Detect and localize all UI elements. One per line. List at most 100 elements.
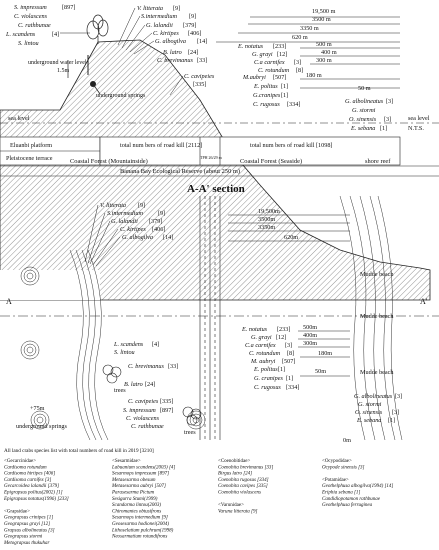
svg-text:C. kirtipes: C. kirtipes [153,30,179,37]
svg-text:[507]: [507] [273,74,286,81]
cross-section: underground water level 1.5m underground… [0,4,439,301]
shore-reef: shore reef [365,158,391,165]
species-family-heading: <Grapsidae> [4,509,30,514]
plan-latro: B. latro [124,381,143,388]
svg-text:G. grayi: G. grayi [251,334,272,341]
species-family-heading: <Ocypodidae> [322,459,352,464]
svg-text:G. albolineatus: G. albolineatus [345,98,384,105]
svg-text:C.a carnifex: C.a carnifex [254,59,285,66]
svg-text:G.cranipes: G.cranipes [253,92,281,99]
species-list-item: Sesarmops intermedium [9] [112,516,168,521]
plan-species-right: E. notatus [233] 500m G. grayi [12] 400m… [241,324,350,391]
tph-label: TPH 26/29 m [200,155,223,160]
svg-text:[12]: [12] [276,334,286,341]
svg-text:C.a carnifex: C.a carnifex [245,342,276,349]
svg-text:[9]: [9] [158,210,165,217]
svg-text:19,500m: 19,500m [258,208,280,215]
svg-text:G. stormi: G. stormi [352,107,376,114]
svg-text:300 m: 300 m [316,57,332,64]
svg-text:50m: 50m [315,368,326,375]
mud-beach-1: Mudde beach [360,271,394,278]
svg-text:[334]: [334] [286,384,299,391]
species-list-item: Scandarma lintou(2003) [112,503,161,508]
species-family-heading: <Coenobitidae> [218,459,250,464]
svg-text:C. rotundum: C. rotundum [258,67,290,74]
svg-text:[335]: [335] [193,81,206,88]
species-family-heading: <Gecarcinidae> [4,459,36,464]
svg-text:[24]: [24] [145,381,155,388]
svg-text:[9]: [9] [189,13,196,20]
plan-species-far: G. albolineatus [3] G. stormi O. sinensi… [354,393,402,424]
svg-text:620m: 620m [284,234,298,241]
svg-text:[3]: [3] [285,342,292,349]
brevimanus-label: C. brevimanus [157,57,193,64]
svg-text:[4]: [4] [52,31,59,38]
svg-text:[1]: [1] [278,366,285,373]
species-list-columns: <Gecarcinidae>Cardisoma rotundumCardisom… [3,459,393,546]
svg-text:S. impressum: S. impressum [14,4,47,11]
water-level-label: underground water level [28,60,87,66]
svg-text:[379]: [379] [183,22,196,29]
svg-text:[406]: [406] [152,226,165,233]
slope-contours [69,249,109,441]
svg-text:50 m: 50 m [358,85,371,92]
springs-label: underground springs [96,93,146,99]
mud-beach-3: Mudde beach [360,369,394,376]
svg-text:[9]: [9] [173,5,180,12]
species-list-item: Varuna litterata [9] [218,509,258,514]
svg-text:[897]: [897] [160,407,173,414]
species-list-item: Coenobita rugosus [334] [218,478,269,483]
species-list-item: Sesigurra Stumi(1999) [112,497,158,502]
sea-level-label-left: sea level [8,115,30,122]
species-list-item: Lithoselatium pulchrum(1998) [111,528,174,533]
trees-icon [86,14,109,44]
species-list-item: Eriphia sebana [1] [321,491,360,496]
cavipes-label: C. cavipeies [184,73,215,80]
svg-text:O. sinensis: O. sinensis [355,409,383,416]
svg-text:180 m: 180 m [306,72,322,79]
svg-text:E. notatus: E. notatus [237,43,264,50]
species-list-item: Cardisoma hirtipes [406] [4,472,55,477]
plan-trees-label-1: trees [114,387,126,394]
svg-text:E. sebana: E. sebana [350,125,375,132]
species-list-item: Birgus latro [24] [218,472,252,477]
svg-text:G. grayi: G. grayi [252,51,273,58]
species-list: All land crabs species list with total n… [3,447,393,546]
svg-text:V. litterata: V. litterata [100,202,126,209]
svg-text:C. rotundum: C. rotundum [249,350,281,357]
species-list-item: Neosarmatium rotundifrons [111,535,167,540]
section-title: A-A' section [187,183,245,195]
svg-text:[1]: [1] [380,125,387,132]
svg-text:[897]: [897] [62,4,75,11]
svg-text:[406]: [406] [188,30,201,37]
plan-species-top: V. litterata [9] S.intermedium [9] G. la… [84,202,173,267]
svg-text:C. cavipeies: C. cavipeies [128,398,159,405]
species-list-item: Epigrapsus politus(2002) [1] [3,491,63,496]
total-mountainside: total num bers of road kill [2112] [120,142,202,149]
species-list-item: Geograpsus grayi [12] [4,522,50,527]
svg-text:E. politus: E. politus [253,366,278,373]
svg-text:[1]: [1] [286,375,293,382]
plan-brevimanus: C. brevimanus [128,363,164,370]
svg-text:V. litterata: V. litterata [137,5,163,12]
svg-text:620 m: 620 m [292,34,308,41]
species-list-item: Geosesarma hodionei(2004) [112,522,169,527]
species-list-item: Metograpsus thukuhar [3,541,49,546]
svg-text:C. rathbunae: C. rathbunae [18,22,51,29]
svg-text:G. albolineatus: G. albolineatus [354,393,393,400]
eluanbi-label: Eluanbi platform [10,142,52,149]
svg-text:C. violascens: C. violascens [14,13,48,20]
species-list-item: Geograpsus crinipes [1] [4,516,53,521]
svg-text:300m: 300m [303,340,317,347]
svg-text:[33]: [33] [197,57,207,64]
svg-text:[8]: [8] [296,67,303,74]
plan-cavipes-group: C. cavipeies [335] S. impressum [897] C.… [123,398,173,430]
species-list-item: Epigrapsus notatus(1996) [233] [3,497,69,502]
road [199,196,221,440]
pleistocene-label: Pleistocene terrace [6,155,53,162]
species-list-item: Labuanium scandens(2003) [4] [111,465,175,470]
plan-springs: underground springs [16,423,68,430]
svg-text:180m: 180m [318,350,332,357]
forest-mountainside: Coastal Forest (Mountainside) [70,158,148,165]
species-list-item: Coenobita brevimanus [33] [218,465,273,470]
